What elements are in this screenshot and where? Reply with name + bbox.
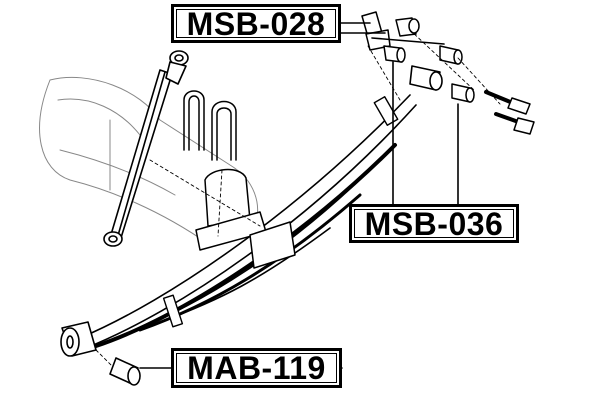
part-label-msb-028: MSB-028 — [171, 4, 341, 43]
shackle-bolts — [484, 90, 535, 135]
part-number-msb-028: MSB-028 — [186, 5, 326, 42]
u-bolt-left — [183, 90, 205, 151]
part-label-msb-036: MSB-036 — [349, 204, 519, 243]
spring-clip-left — [162, 294, 184, 328]
bushing-msb-036-b — [439, 45, 463, 65]
bushing-msb-028-a — [395, 17, 420, 37]
u-bolt-right — [211, 100, 237, 161]
bushing-msb-036-c — [451, 83, 475, 103]
shock-absorber — [103, 50, 189, 247]
leaf-spring — [79, 94, 417, 349]
bushing-mab-119 — [109, 357, 141, 386]
assembly-lines — [95, 29, 501, 367]
part-label-mab-119: MAB-119 — [171, 348, 342, 388]
part-number-mab-119: MAB-119 — [187, 350, 326, 386]
shackle-bushing-upper — [361, 11, 391, 51]
bushing-msb-036-a — [383, 45, 406, 63]
front-eye-bushing — [60, 321, 97, 357]
spring-seat — [195, 168, 296, 269]
rear-eye-bushing — [409, 65, 443, 91]
part-number-msb-036: MSB-036 — [364, 205, 504, 242]
